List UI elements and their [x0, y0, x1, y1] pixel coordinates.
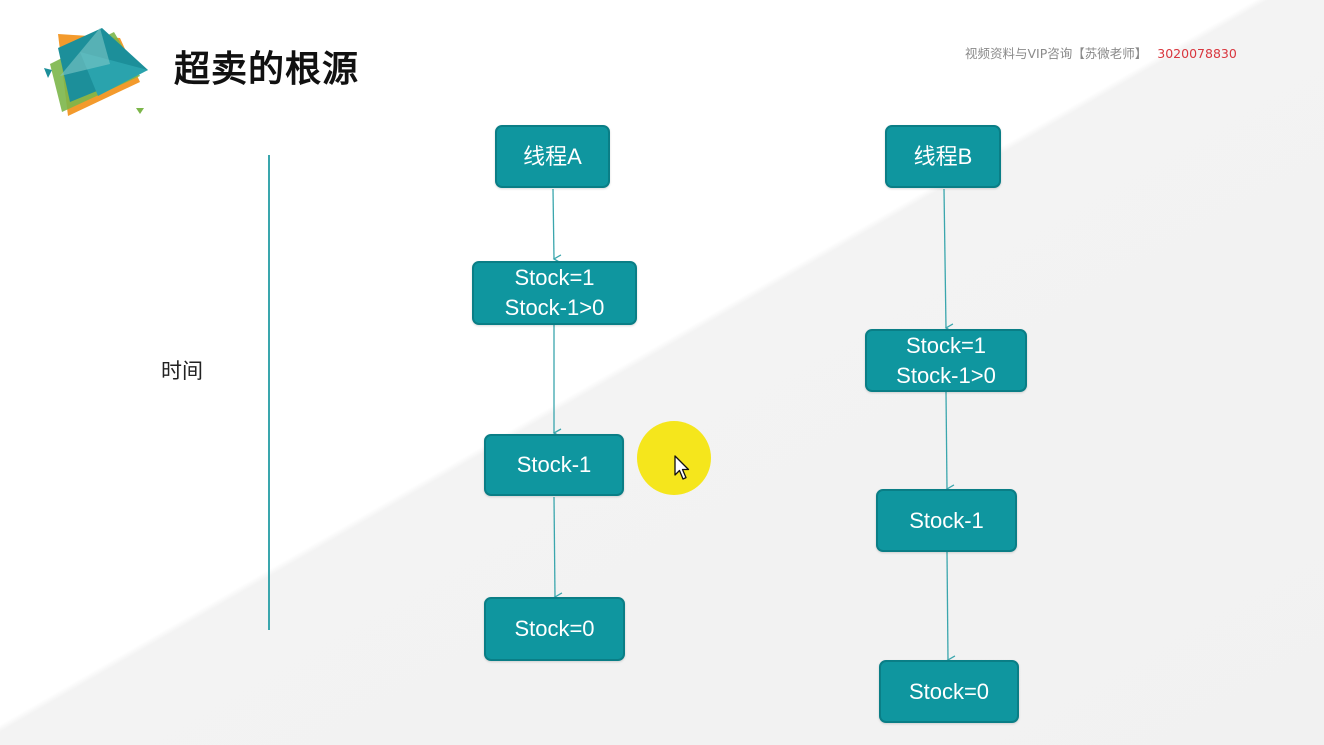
thread-b-header: 线程B	[885, 125, 1001, 188]
connector-a-3	[553, 496, 563, 602]
thread-a-header: 线程A	[495, 125, 610, 188]
connector-b-2	[945, 391, 955, 494]
thread-a-step-decrement: Stock-1	[484, 434, 624, 496]
thread-b-step-check-line2: Stock-1>0	[896, 362, 996, 388]
thread-b-step-result-label: Stock=0	[908, 678, 990, 704]
header-note: 视频资料与VIP咨询【苏微老师】 3020078830	[965, 45, 1237, 63]
thread-a-header-label: 线程A	[523, 143, 582, 169]
connector-b-1	[943, 188, 954, 333]
thread-a-step-result-label: Stock=0	[514, 616, 595, 641]
thread-b-step-decrement-label: Stock-1	[909, 507, 984, 533]
timeline-axis	[268, 155, 270, 630]
thread-b-step-check: Stock=1 Stock-1>0	[865, 329, 1027, 392]
thread-a-step-check-line2: Stock-1>0	[504, 295, 605, 320]
thread-a-step-check: Stock=1 Stock-1>0	[472, 261, 637, 325]
timeline-label: 时间	[161, 359, 203, 383]
slide-title: 超卖的根源	[174, 49, 360, 90]
thread-b-header-label: 线程B	[913, 143, 973, 169]
mouse-pointer-icon	[674, 455, 690, 480]
contact-text: 视频资料与VIP咨询【苏微老师】	[965, 46, 1148, 61]
thread-a-step-result: Stock=0	[484, 597, 625, 661]
thread-a-step-decrement-label: Stock-1	[516, 452, 592, 477]
cursor-highlight	[637, 421, 711, 495]
thread-b-step-check-line1: Stock=1	[905, 332, 987, 358]
thread-b-step-result: Stock=0	[879, 660, 1019, 723]
thread-b-step-decrement: Stock-1	[876, 489, 1017, 552]
triangle-logo-icon	[44, 28, 148, 116]
connector-b-3	[946, 551, 956, 665]
thread-a-step-check-line1: Stock=1	[514, 265, 595, 290]
contact-phone: 3020078830	[1157, 46, 1237, 61]
connector-a-1	[552, 188, 562, 264]
